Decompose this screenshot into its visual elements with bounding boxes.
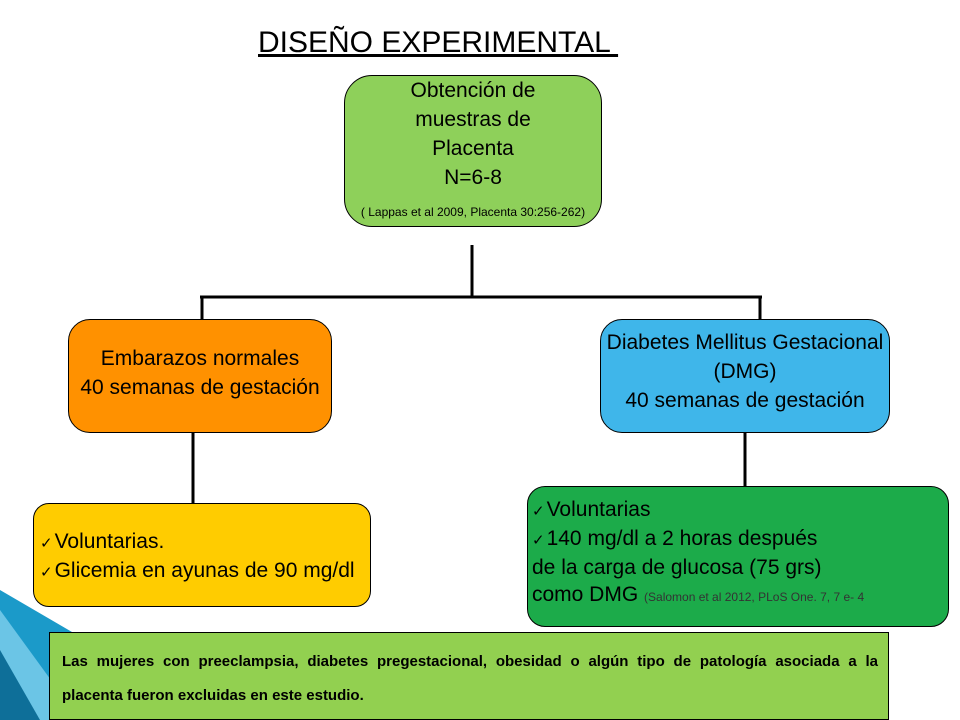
sample-collection-box: Obtención de muestras de Placenta N=6-8 … — [344, 75, 602, 227]
sample-reference: ( Lappas et al 2009, Placenta 30:256-262… — [360, 205, 586, 219]
criteria-item: ✓Glicemia en ayunas de 90 mg/dl — [40, 557, 355, 586]
dmg-reference: (Salomon et al 2012, PLoS One. 7, 7 e- 4 — [644, 590, 865, 604]
check-icon: ✓ — [532, 503, 545, 520]
dmg-box-line: 40 semanas de gestación — [625, 389, 865, 412]
criteria-continuation-text: como DMG — [532, 583, 645, 606]
sample-box-line: muestras de — [415, 108, 531, 131]
page-title: DISEÑO EXPERIMENTAL — [258, 26, 619, 59]
check-icon: ✓ — [40, 564, 53, 581]
criteria-item-label: Glicemia en ayunas de 90 mg/dl — [54, 559, 355, 582]
dmg-criteria-list: ✓Voluntarias ✓140 mg/dl a 2 horas despué… — [532, 496, 864, 611]
dmg-box-line: Diabetes Mellitus Gestacional — [606, 331, 884, 354]
dmg-criteria-box — [527, 486, 949, 627]
criteria-item-label: Voluntarias — [546, 498, 651, 521]
exclusion-note: Las mujeres con preeclampsia, diabetes p… — [49, 632, 889, 720]
normal-pregnancy-box — [68, 319, 332, 433]
check-icon: ✓ — [40, 535, 53, 552]
dmg-box-line: (DMG) — [713, 360, 777, 383]
sample-size: N=6-8 — [444, 166, 502, 189]
criteria-item: ✓Voluntarias — [532, 496, 864, 525]
dmg-box — [600, 319, 890, 433]
normal-box-line: 40 semanas de gestación — [80, 376, 320, 399]
criteria-item: ✓Voluntarias. — [40, 528, 355, 557]
sample-box-line: Obtención de — [410, 79, 536, 102]
normal-criteria-list: ✓Voluntarias. ✓Glicemia en ayunas de 90 … — [40, 528, 355, 586]
normal-pregnancy-text: Embarazos normales 40 semanas de gestaci… — [40, 344, 360, 402]
criteria-item-label: Voluntarias. — [54, 530, 165, 553]
normal-criteria-box — [33, 503, 371, 607]
criteria-item-label: 140 mg/dl a 2 horas después — [546, 527, 818, 550]
criteria-continuation: como DMG (Salomon et al 2012, PLoS One. … — [532, 581, 864, 611]
criteria-continuation: de la carga de glucosa (75 grs) — [532, 556, 822, 579]
check-icon: ✓ — [532, 532, 545, 549]
normal-box-line: Embarazos normales — [100, 347, 300, 370]
criteria-item: ✓140 mg/dl a 2 horas después — [532, 525, 864, 554]
dmg-text: Diabetes Mellitus Gestacional (DMG) 40 s… — [555, 328, 935, 415]
sample-box-line: Placenta — [432, 137, 514, 160]
